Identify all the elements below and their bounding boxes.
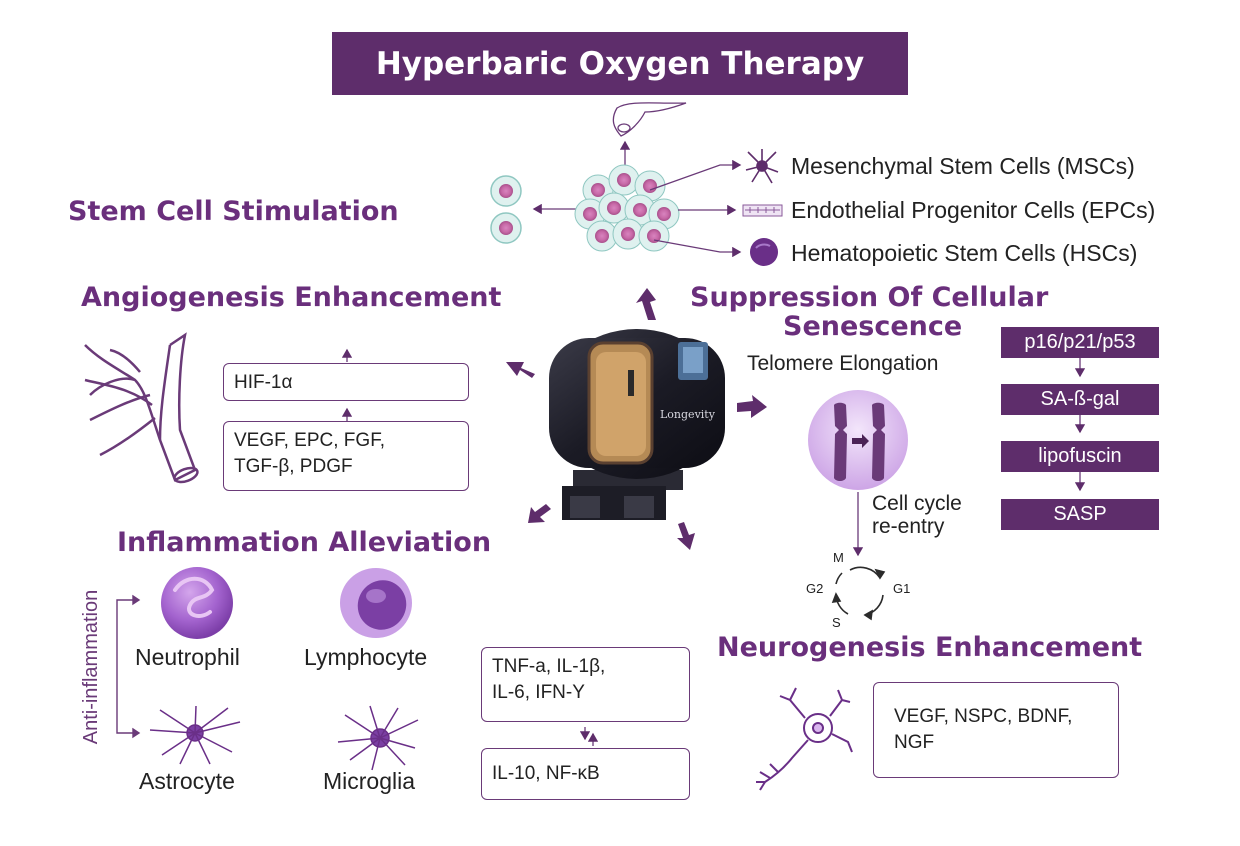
- phase-m: M: [833, 550, 844, 565]
- anti-inflammation-label: Anti-inflammation: [80, 589, 102, 745]
- neurotrophic-box: VEGF, NSPC, BDNF, NGF: [873, 682, 1119, 778]
- neurotrophic-line1: VEGF, NSPC, BDNF,: [894, 706, 1073, 728]
- microglia-label: Microglia: [323, 768, 416, 794]
- page-title: Hyperbaric Oxygen Therapy: [332, 32, 908, 95]
- hbot-chamber: [549, 329, 725, 520]
- neutrophil-label: Neutrophil: [135, 644, 240, 670]
- neutrophil-icon: [161, 567, 233, 639]
- angiogenesis-title: Angiogenesis Enhancement: [81, 282, 502, 313]
- bone-icon: [612, 102, 687, 137]
- cytokine-line1: TNF-a, IL-1β,: [492, 656, 606, 677]
- hsc-label: Hematopoietic Stem Cells (HSCs): [791, 240, 1138, 266]
- phase-g1: G1: [893, 581, 911, 596]
- phase-g2: G2: [806, 581, 824, 596]
- il10-box: IL-10, NF-κB: [481, 748, 690, 800]
- lymphocyte-icon: [340, 568, 412, 638]
- lymphocyte-label: Lymphocyte: [304, 644, 428, 670]
- direction-arrows: [506, 288, 767, 550]
- neuron-icon: [756, 687, 853, 791]
- inflammation-title: Inflammation Alleviation: [117, 527, 492, 558]
- marker-lipofuscin: lipofuscin: [1001, 441, 1159, 472]
- device-brand: Longevity: [660, 408, 716, 421]
- blood-vessel-icon: [84, 332, 199, 484]
- senescence-title-line1: Suppression Of Cellular: [690, 282, 1049, 313]
- cell-cycle-icon: [831, 566, 886, 621]
- neurotrophic-line2: NGF: [894, 732, 935, 753]
- growth-factor-box: VEGF, EPC, FGF, TGF-β, PDGF: [223, 421, 469, 491]
- msc-label: Mesenchymal Stem Cells (MSCs): [791, 153, 1135, 179]
- cell-cycle-label-line2: re-entry: [872, 515, 945, 538]
- marker-sa-gal: SA-ß-gal: [1001, 384, 1159, 415]
- marker-sasp: SASP: [1001, 499, 1159, 530]
- marker-p16: p16/p21/p53: [1001, 327, 1159, 358]
- neurogenesis-title: Neurogenesis Enhancement: [717, 632, 1143, 663]
- growth-factor-line2: TGF-β, PDGF: [234, 455, 353, 477]
- il10-label: IL-10, NF-κB: [492, 763, 600, 785]
- epc-label: Endothelial Progenitor Cells (EPCs): [791, 197, 1156, 223]
- cytokine-box: TNF-a, IL-1β, IL-6, IFN-Y: [481, 647, 690, 722]
- anti-inflammation-bracket: [116, 594, 141, 739]
- hif-box: HIF-1α: [223, 363, 469, 401]
- microglia-icon: [337, 705, 419, 771]
- growth-factor-line1: VEGF, EPC, FGF,: [234, 430, 385, 451]
- astrocyte-icon: [149, 705, 241, 765]
- telomere-label: Telomere Elongation: [747, 352, 939, 375]
- senescence-title-line2: Senescence: [783, 311, 963, 342]
- stem-cell-cluster: [490, 102, 742, 258]
- cytokine-line2: IL-6, IFN-Y: [492, 681, 585, 703]
- mesenchymal-cell-icon: [745, 149, 779, 184]
- hematopoietic-cell-icon: [750, 238, 778, 266]
- chromosome-icon: [808, 390, 908, 490]
- cell-cycle-label-line1: Cell cycle: [872, 492, 962, 515]
- endothelial-cell-icon: [742, 204, 783, 217]
- stem-cell-title: Stem Cell Stimulation: [68, 196, 399, 227]
- astrocyte-label: Astrocyte: [139, 768, 235, 794]
- hif-label: HIF-1α: [234, 372, 293, 393]
- phase-s: S: [832, 615, 841, 630]
